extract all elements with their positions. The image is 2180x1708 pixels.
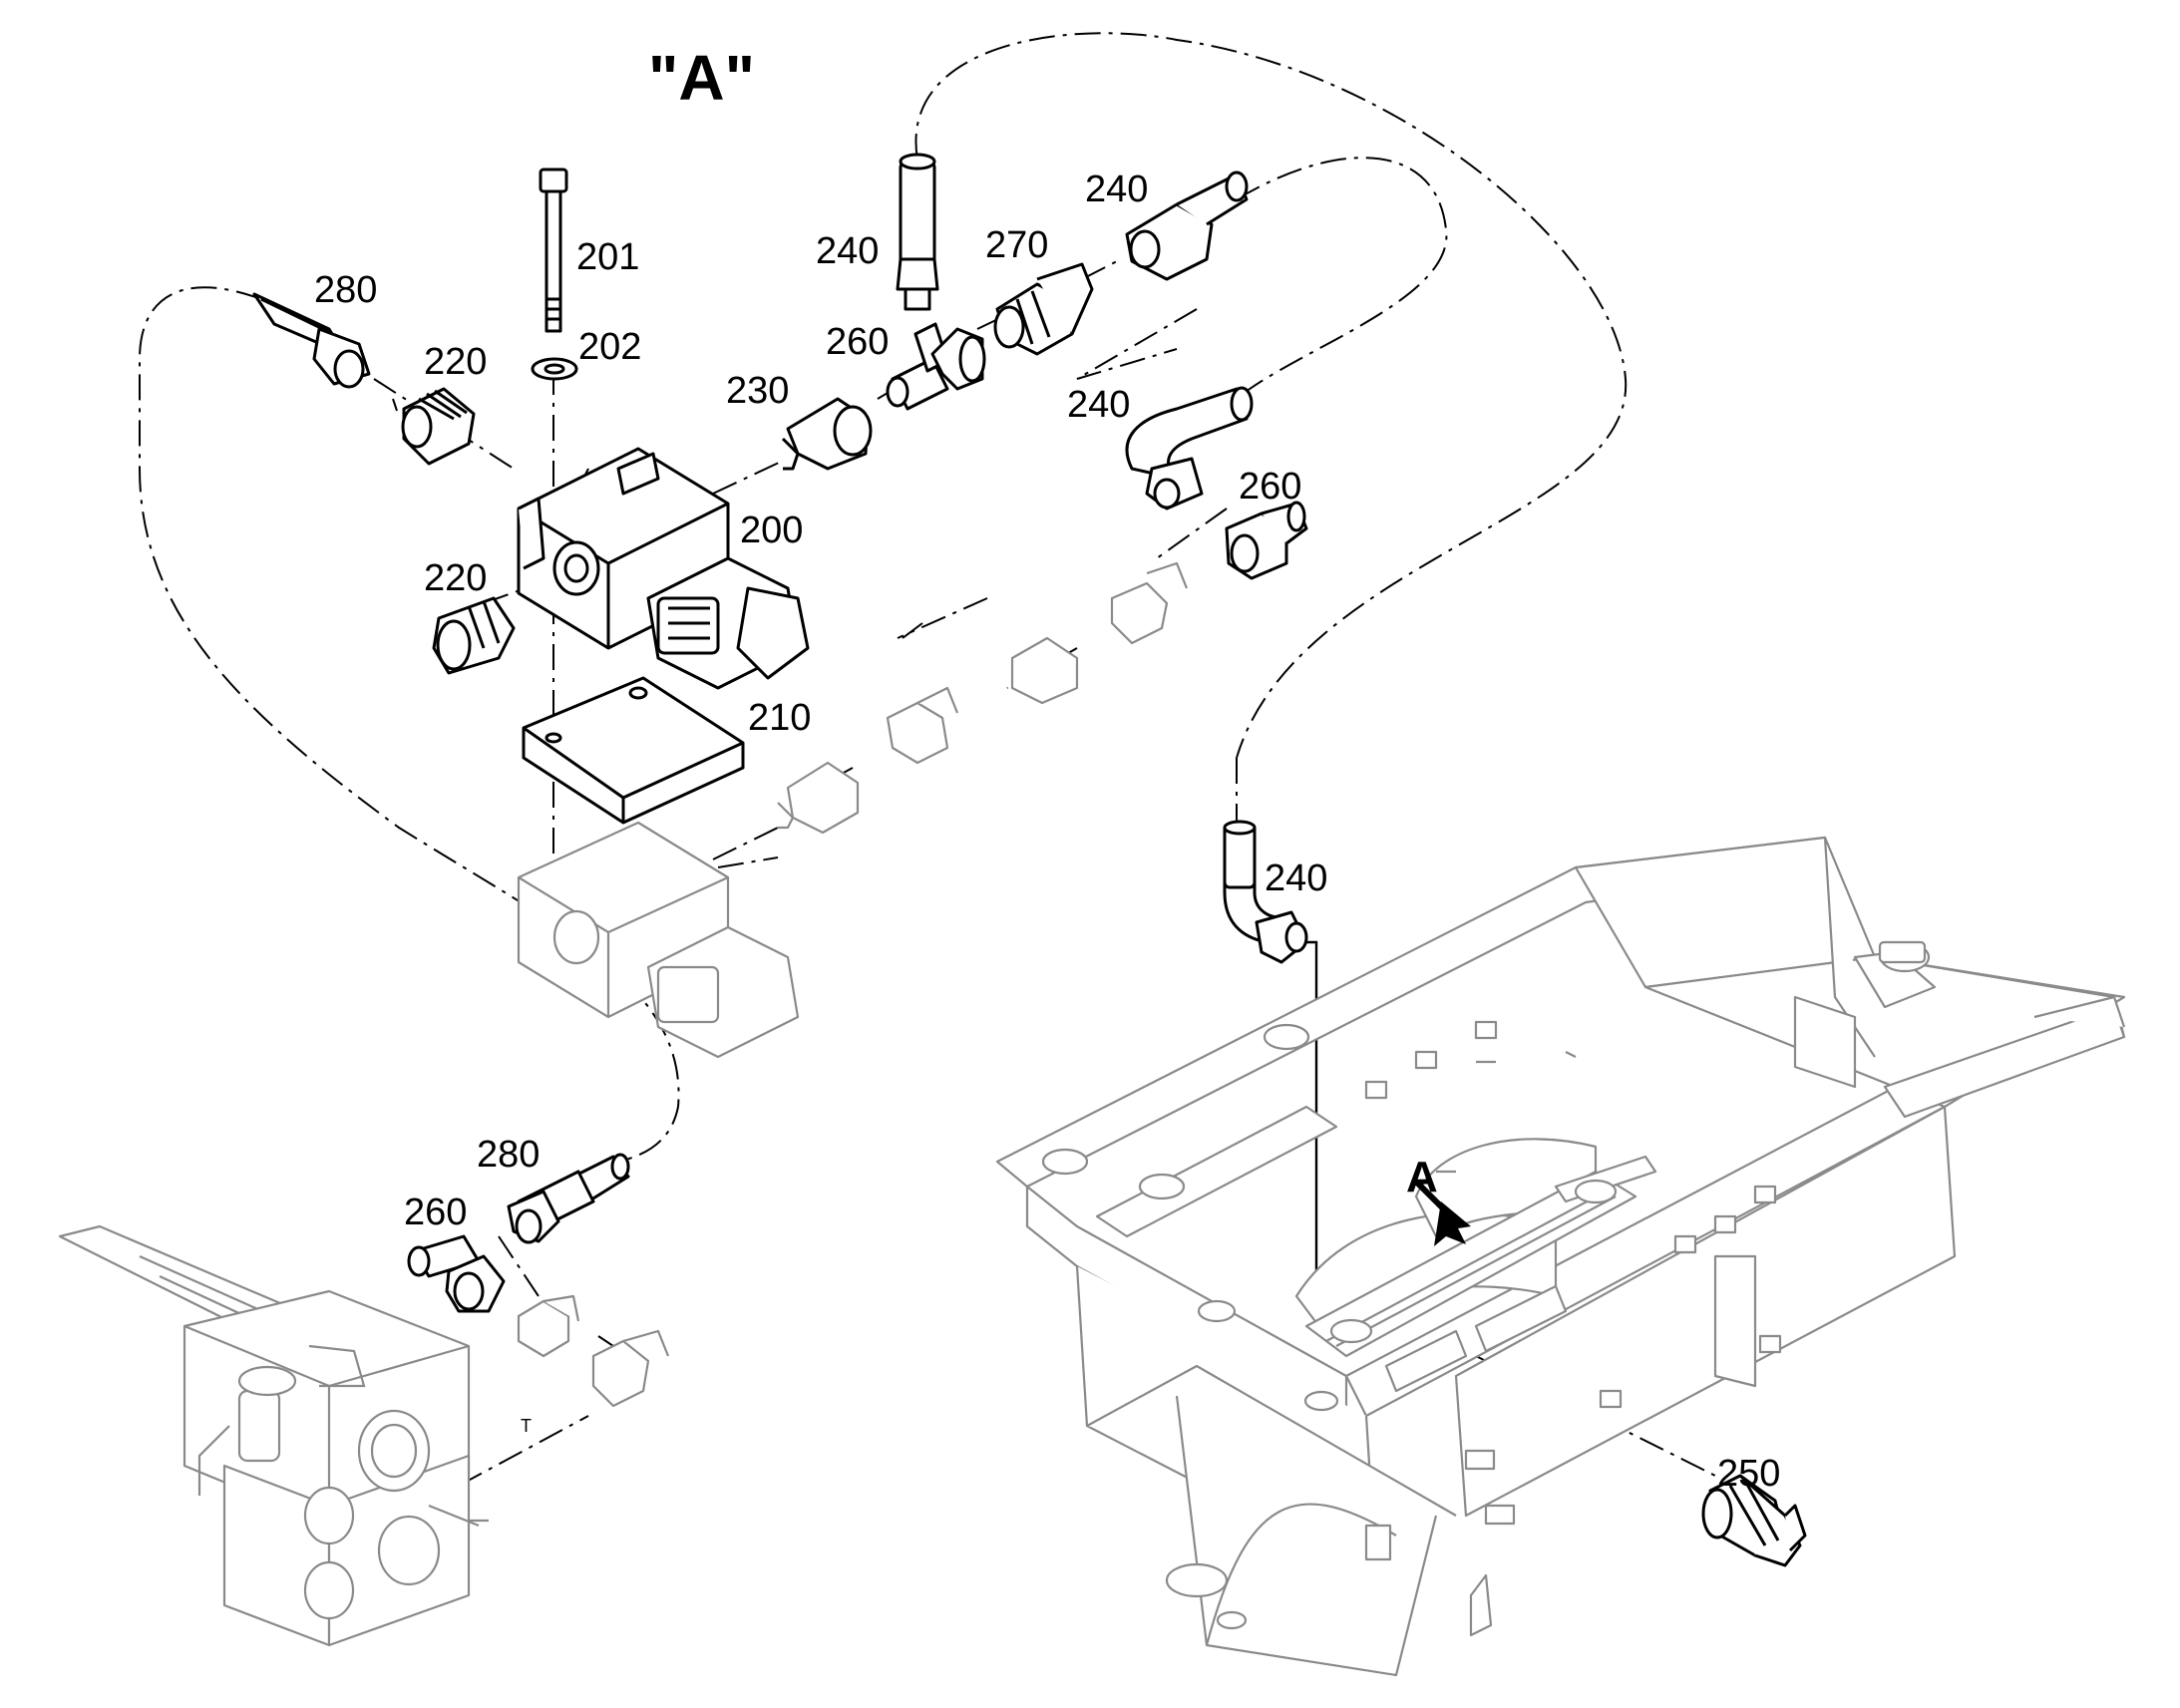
tee-260-right [1225,501,1308,580]
callout-240-lower: 240 [1265,857,1327,899]
callout-260-lower: 260 [404,1192,467,1233]
callout-220-lower: 220 [424,557,487,599]
fitting-230 [781,397,873,471]
callout-260-upper: 260 [826,321,889,363]
elbow-240 [1125,386,1254,511]
view-arrow [1413,1179,1471,1246]
tee-260-upper [886,322,986,411]
tee-260-lower [407,1234,506,1313]
valve-block-200 [517,447,810,690]
callout-201: 201 [576,236,639,278]
callout-240-elbow: 240 [1067,384,1130,426]
callout-280-lower: 280 [477,1134,540,1176]
plate-210 [522,676,745,825]
callout-280-upper: 280 [314,269,377,311]
callout-240-vertical: 240 [816,230,879,272]
hose-end-280-upper [252,292,371,389]
valve-block-ghost [517,821,800,1059]
callout-220-upper: 220 [424,341,487,383]
callout-230: 230 [726,370,789,412]
foot-pedal-valve [58,1224,489,1647]
washer-202 [531,357,578,381]
hose-end-280-lower [507,1153,630,1244]
view-title: "A" [648,42,755,114]
port-mark: T [521,1416,532,1436]
hose-end-240-vertical [896,153,939,311]
fitting-220-lower [432,596,516,675]
bolt-201 [539,168,568,333]
callout-200: 200 [740,510,803,551]
ghost-fittings-chain [777,561,1189,835]
fitting-220-upper [401,387,476,466]
chassis-frame [995,836,2126,1677]
callout-240-upper-right: 240 [1085,169,1148,210]
callout-260-right: 260 [1239,466,1301,508]
ghost-lower-fittings [517,1294,670,1408]
fitting-270 [993,262,1094,356]
callout-250: 250 [1717,1453,1780,1495]
callout-210: 210 [748,697,811,739]
callout-270: 270 [985,224,1048,266]
hose-end-240-lower [1223,820,1308,964]
labels: "A" A T 280 201 202 220 240 270 240 260 … [314,42,1780,1495]
hose-end-240-upper-right [1125,171,1249,281]
view-marker-label: A [1406,1153,1438,1201]
callout-202: 202 [578,326,641,368]
fitting-250 [1701,1474,1807,1567]
